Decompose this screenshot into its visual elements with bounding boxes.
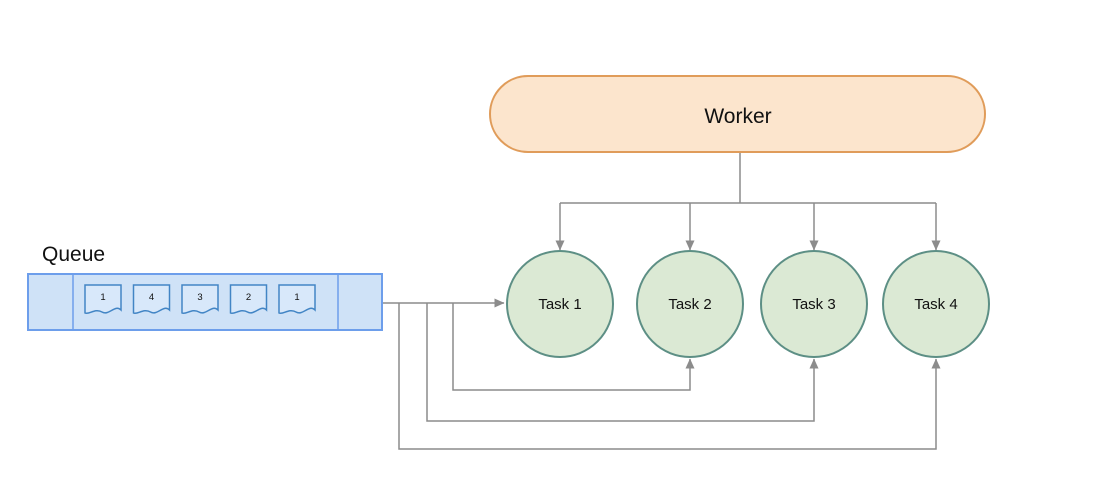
task-node-4: Task 4 [882, 250, 990, 358]
queue-document: 4 [132, 284, 171, 315]
task-node-1: Task 1 [506, 250, 614, 358]
worker-label: Worker [704, 105, 771, 128]
queue-node: Queue 1 4 3 2 1 [27, 243, 383, 331]
document-label: 3 [197, 292, 202, 303]
document-label: 1 [294, 292, 299, 303]
document-icon [132, 284, 171, 315]
worker-node: Worker [489, 75, 986, 153]
queue-title: Queue [42, 243, 105, 266]
task2-label: Task 2 [668, 296, 711, 313]
task3-label: Task 3 [792, 296, 835, 313]
document-icon [229, 284, 268, 315]
document-icon [181, 284, 219, 315]
document-label: 1 [100, 292, 105, 303]
task4-label: Task 4 [914, 296, 957, 313]
document-label: 2 [246, 292, 251, 303]
document-icon [278, 284, 316, 315]
task-node-3: Task 3 [760, 250, 868, 358]
queue-document: 3 [181, 284, 219, 315]
queue-document: 1 [84, 284, 122, 315]
task3-shape [760, 250, 868, 358]
queue-to-task2-arrow [452, 303, 695, 391]
document-label: 4 [149, 292, 154, 303]
document-icon [84, 284, 122, 315]
queue-to-task4-arrow [398, 303, 941, 450]
task-node-2: Task 2 [636, 250, 744, 358]
worker-branch-line [560, 152, 936, 204]
task4-shape [882, 250, 990, 358]
worker-to-tasks-connectors [555, 152, 941, 251]
task1-label: Task 1 [538, 296, 581, 313]
queue-document: 1 [278, 284, 316, 315]
task1-shape [506, 250, 614, 358]
queue-to-tasks-connectors [382, 298, 941, 450]
task2-shape [636, 250, 744, 358]
queue-document: 2 [229, 284, 268, 315]
queue-to-task3-arrow [426, 303, 819, 422]
worker-shape [489, 75, 986, 153]
